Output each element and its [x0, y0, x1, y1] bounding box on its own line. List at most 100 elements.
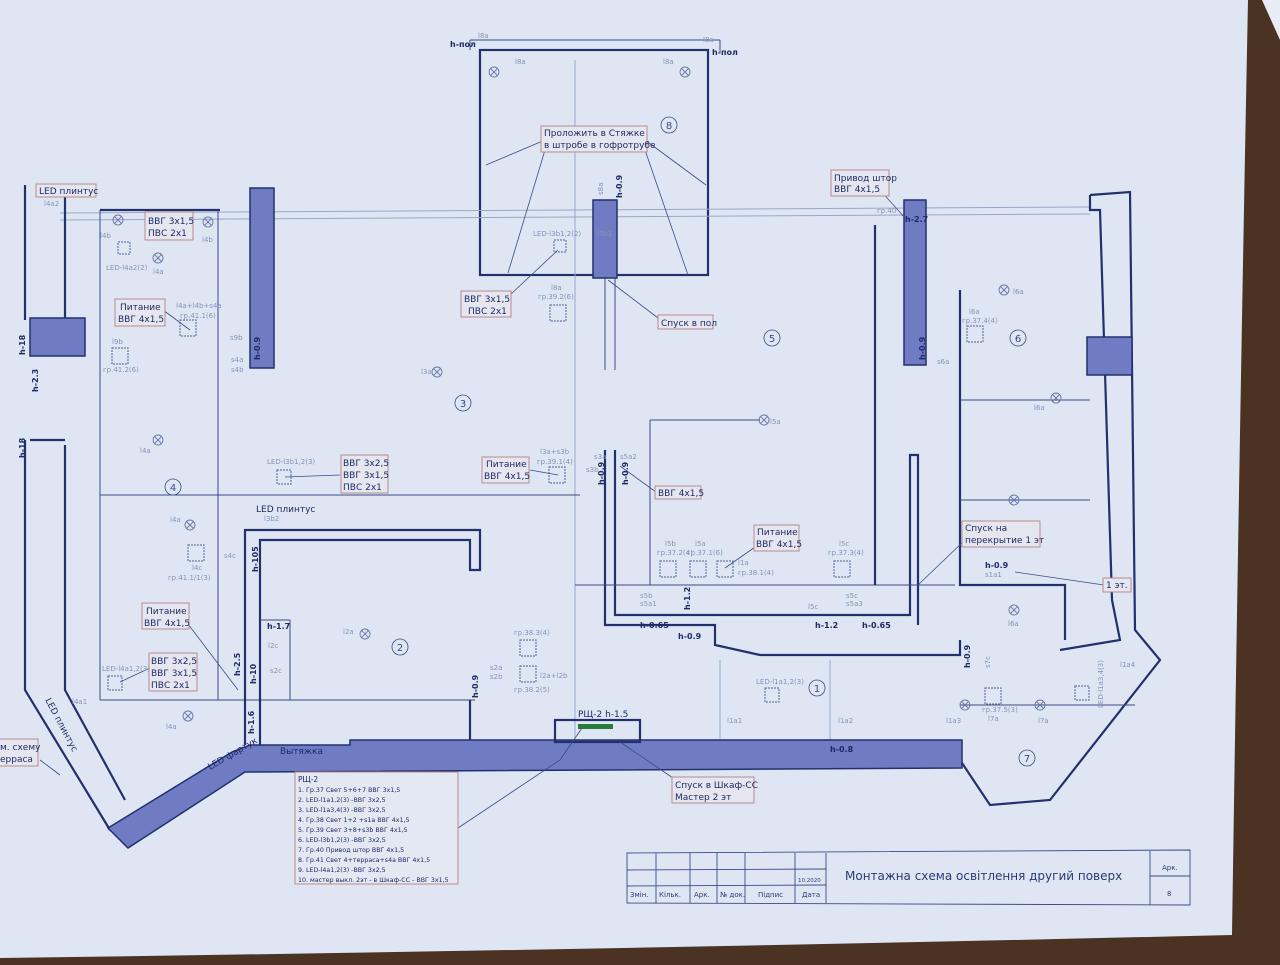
plan-label: l9b: [112, 338, 123, 346]
plan-label: l8a: [551, 284, 562, 292]
plan-label: l8a: [478, 32, 489, 40]
plan-label: РЩ-2: [298, 775, 318, 784]
paper-sheet: [0, 0, 1248, 958]
hood-label: Вытяжка: [280, 747, 323, 757]
plan-label: 10. мастер выкл. 2эт - в Шкаф-СС - ВВГ 3…: [298, 877, 449, 884]
plan-label: s6a: [937, 358, 949, 366]
plan-label: l5b: [665, 540, 676, 548]
lamp-icon: [758, 414, 770, 426]
plan-label: l6a: [969, 308, 980, 316]
callout-slab-drop: Спуск на перекрытие 1 эт: [961, 520, 1044, 548]
callout-line: ВВГ 4х1,5: [144, 619, 190, 629]
plan-label: l2a: [343, 628, 354, 636]
lamp-icon: [359, 628, 371, 640]
callout-line: ВВГ 3х2,5: [151, 657, 197, 667]
callout-line: ВВГ 3х1,5: [151, 669, 197, 679]
plan-label: h-0.65: [640, 621, 669, 630]
plan-label: l7a: [1038, 717, 1049, 725]
lamp-icon: [431, 366, 443, 378]
callout-cable-vvg: ВВГ 4х1,5: [654, 485, 704, 500]
callout-line: ВВГ 3х2,5: [343, 459, 389, 469]
callout-line: ВВГ 3х1,5: [343, 471, 389, 481]
paper-corner: [1262, 0, 1280, 40]
height-marks: h-пол h-пол h-0.9 h-2.7 h-18 h-2.3 h-18 …: [18, 40, 1009, 754]
plan-label: h-1.2: [815, 621, 838, 630]
walls: [23, 39, 1162, 831]
plan-label: s7c: [984, 656, 992, 668]
plan-label: h-0.9: [253, 336, 262, 360]
plan-label: h-0.65: [862, 621, 891, 630]
plan-label: h-10: [249, 663, 258, 684]
plan-label: s3b: [586, 466, 599, 474]
callout-line: Питание: [120, 303, 161, 313]
plan-label: 4. Гр.38 Свет 1+2 +s1a ВВГ 4х1,5: [298, 817, 409, 824]
plan-label: h-пол: [450, 40, 476, 49]
plan-label: s5a1: [640, 600, 657, 608]
plan-label: гр.39.1(4): [537, 458, 573, 466]
block-right: [1086, 336, 1133, 376]
plan-label: Змін.: [630, 891, 649, 899]
room-4: 4: [164, 478, 182, 496]
callout-curtain-drive: Привод штор ВВГ 4х1,5: [830, 169, 897, 197]
plan-label: гр.40: [877, 207, 896, 215]
callout-line: Спуск в пол: [661, 319, 717, 329]
callout-led-plinth-top: LED плинтус: [35, 183, 98, 198]
plan-label: 8: [1167, 890, 1171, 898]
plan-label: s4c: [224, 552, 236, 560]
callout-line: м. схему: [0, 743, 41, 753]
callout-line: ерраса: [0, 755, 33, 765]
panel-legend: РЩ-2 1. Гр.37 Свет 5+6+7 ВВГ 3х1,5 2. LE…: [294, 771, 459, 885]
callout-line: Спуск на: [965, 524, 1007, 534]
plan-label: l4a1: [72, 698, 87, 706]
callout-cable-mid: ВВГ 3х2,5 ВВГ 3х1,5 ПВС 2х1: [340, 454, 389, 494]
block-left: [29, 317, 86, 357]
callout-power-right: Питание ВВГ 4х1,5: [753, 524, 802, 552]
lamp-icon: [998, 284, 1010, 296]
room-6: 6: [1009, 329, 1027, 347]
plan-label: l6a: [1013, 288, 1024, 296]
plan-label: l2c: [268, 642, 278, 650]
room-numbers: 1 2 3 4 5 6 7 8: [164, 116, 1036, 767]
plan-label: s4a: [231, 356, 243, 364]
plan-label: l3a: [421, 368, 432, 376]
callout-line: Привод штор: [834, 174, 897, 184]
plan-label: № док.: [720, 891, 745, 899]
plan-label: h-0.9: [678, 632, 702, 641]
plan-label: l4a+l4b+s4a: [176, 302, 222, 310]
lamp-icon: [1050, 392, 1062, 404]
lamp-icon: [152, 252, 164, 264]
plan-label: l4b: [100, 232, 111, 240]
plan-label: 7: [1024, 754, 1030, 765]
plan-label: l4a: [140, 447, 151, 455]
room-1: 1: [808, 679, 826, 697]
plan-label: l3b1: [597, 230, 612, 238]
plan-label: s5a3: [846, 600, 863, 608]
plan-label: l3a+s3b: [540, 448, 570, 456]
plan-label: Арк.: [1162, 864, 1178, 872]
plan-label: l1a1: [727, 717, 742, 725]
column-center: [592, 199, 618, 279]
plan-label: l8a: [515, 58, 526, 66]
lamp-icon: [152, 434, 164, 446]
lamp-icon: [202, 216, 214, 228]
junction-boxes: [107, 239, 1090, 705]
lamp-icon: [679, 66, 691, 78]
callout-line: LED плинтус: [39, 187, 98, 197]
plan-label: Кільк.: [659, 891, 681, 899]
plan-label: s1a1: [985, 571, 1002, 579]
plan-label: h-0.9: [918, 336, 927, 360]
plan-label: гр.41.1(6): [180, 312, 216, 320]
column-right: [903, 199, 927, 366]
plan-label: h-18: [18, 334, 27, 355]
plan-label: h-105: [251, 546, 260, 572]
plan-label: h-0.9: [621, 461, 630, 485]
plan-label: 1. Гр.37 Свет 5+6+7 ВВГ 3х1,5: [298, 787, 400, 794]
callout-line: Питание: [146, 607, 187, 617]
callout-line: ВВГ 3х1,5: [464, 295, 510, 305]
plan-label: l8a: [663, 58, 674, 66]
plan-label: гр.37.5(3): [982, 706, 1018, 714]
lamp-icon: [182, 710, 194, 722]
plan-label: l2a+l2b: [540, 672, 568, 680]
plan-label: h-0.9: [963, 644, 972, 668]
plan-label: h-2.5: [233, 652, 242, 676]
